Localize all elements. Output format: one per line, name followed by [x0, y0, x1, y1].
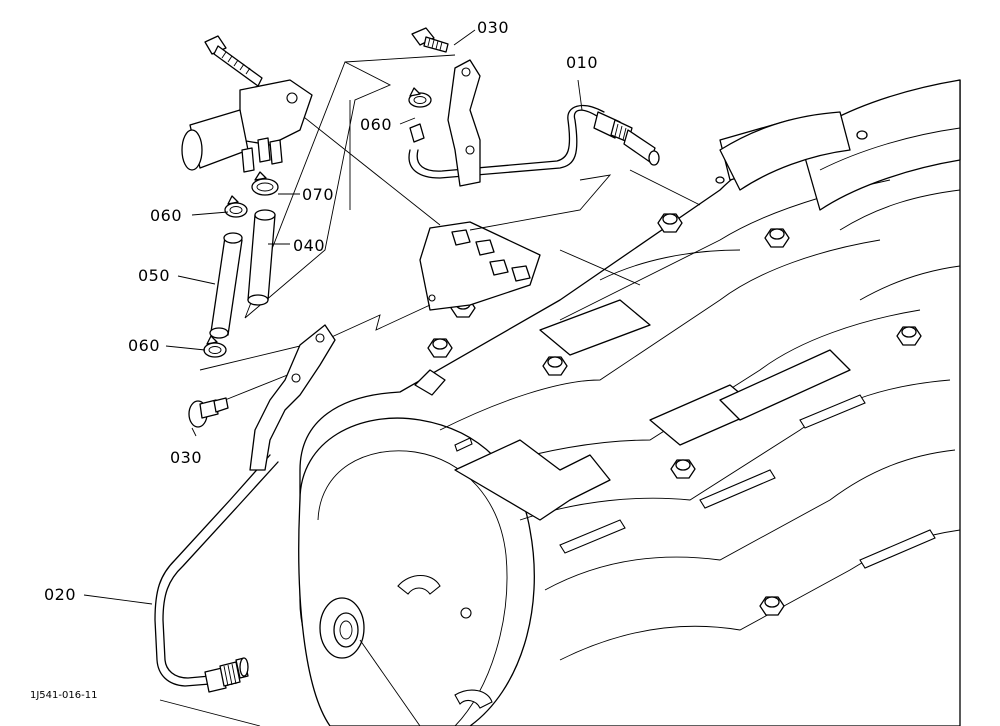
label-020: 020: [44, 585, 77, 604]
hose-050: [209, 232, 243, 339]
engine-housing: [298, 79, 961, 726]
figure-id: 1J541-016-11: [30, 690, 98, 701]
leader-lines: [83, 29, 583, 605]
pressure-sensor: [181, 35, 313, 173]
clamp-060-left: [224, 195, 248, 218]
hose-040: [247, 209, 276, 306]
pipe-020: [154, 324, 336, 693]
bolt-030-bottom: [188, 397, 229, 428]
sensor-mount-bracket: [414, 221, 541, 396]
label-050: 050: [138, 266, 171, 285]
label-070: 070: [302, 185, 335, 204]
label-060-left: 060: [150, 206, 183, 225]
clamp-070: [251, 171, 279, 196]
clamps: [203, 87, 432, 358]
pipe-010: [408, 59, 660, 187]
label-030-top: 030: [477, 18, 510, 37]
clamp-060-bottom: [203, 335, 227, 358]
label-040: 040: [293, 236, 326, 255]
label-010: 010: [566, 53, 599, 72]
label-060-bottom: 060: [128, 336, 161, 355]
label-060-top: 060: [360, 115, 393, 134]
clamp-060-top: [408, 87, 432, 108]
bolt-030-top: [411, 27, 449, 53]
label-030-bottom: 030: [170, 448, 203, 467]
